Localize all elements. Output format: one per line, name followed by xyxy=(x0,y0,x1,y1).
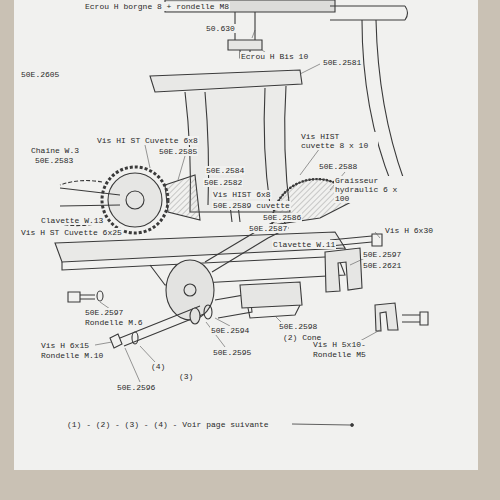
footnote-arrow xyxy=(292,424,354,427)
part-name: Vis HIST 6x8 xyxy=(212,190,272,199)
part-name: Chaîne W.3 xyxy=(30,146,80,155)
eccentric-and-shaft-stroke xyxy=(166,260,214,320)
callout-number: 50E.2589 cuvette xyxy=(212,201,291,210)
slide-cone-stroke xyxy=(240,282,302,308)
footnote-arrow-stroke xyxy=(351,424,354,427)
part-name: Vis H 6x30 xyxy=(384,226,434,235)
part-name: Clavette W.11 xyxy=(272,240,336,249)
left-bolts-stroke xyxy=(110,334,122,348)
handle-assembly-stroke xyxy=(235,12,255,40)
callout-number: 50E.2588 xyxy=(318,162,358,171)
left-bolts-stroke xyxy=(68,292,80,302)
left-bolts xyxy=(68,291,212,348)
left-bolts-stroke xyxy=(80,295,95,299)
part-name: Vis HI ST Cuvette 6x8 xyxy=(96,136,199,145)
bevel-gears xyxy=(165,175,355,225)
right-bracket-stroke xyxy=(402,312,428,325)
callout-number: 50E.2597 xyxy=(362,250,402,259)
left-bolts-stroke xyxy=(190,308,200,324)
handle-assembly-stroke xyxy=(228,40,262,50)
callout-number: 50.630 xyxy=(205,24,236,33)
bevel-gears-stroke xyxy=(165,175,200,220)
leader-lines-stroke xyxy=(95,342,112,345)
chain-sprocket-stroke xyxy=(60,188,120,206)
chain-sprocket-stroke xyxy=(108,173,162,227)
leader-lines-stroke xyxy=(215,318,230,326)
part-name: Ecrou H borgne 8 + rondelle M8 xyxy=(84,2,230,11)
leader-lines-stroke xyxy=(125,348,140,382)
leader-lines-stroke xyxy=(300,64,320,74)
housing-stroke xyxy=(205,92,209,205)
leader-lines xyxy=(95,30,380,382)
handle-assembly-stroke xyxy=(330,6,408,20)
part-name: Clavette W.13 xyxy=(40,216,104,225)
slide-cone xyxy=(240,282,302,318)
callout-number: 50E.2605 xyxy=(20,70,60,79)
part-name: Vis H 5x10- xyxy=(312,340,367,349)
housing-stroke xyxy=(185,86,290,212)
callout-number: 50E.2583 xyxy=(34,156,74,165)
callout-number: 50E.2584 xyxy=(205,166,245,175)
callout-number: 50E.2594 xyxy=(210,326,250,335)
callout-number: 50E.2585 xyxy=(158,147,198,156)
callout-number: 50E.2586 xyxy=(262,213,302,222)
part-name: Rondelle M.6 xyxy=(84,318,144,327)
callout-number: 50E.2595 xyxy=(212,348,252,357)
right-bracket-stroke xyxy=(325,248,362,292)
right-bracket-stroke xyxy=(372,234,382,246)
leader-lines-stroke xyxy=(140,346,155,362)
callout-number: (4) xyxy=(150,362,166,371)
chain-sprocket-stroke xyxy=(102,167,168,233)
leader-lines-stroke xyxy=(145,145,150,168)
part-name: Rondelle M.10 xyxy=(40,351,104,360)
left-bolts-stroke xyxy=(132,332,138,344)
eccentric-and-shaft-stroke xyxy=(184,284,196,296)
callout-number: 50E.2587 xyxy=(248,224,288,233)
part-name: Vis H ST Cuvette 6x25 xyxy=(20,228,123,237)
footnote-arrow-stroke xyxy=(292,424,350,425)
part-name: Vis H 6x15 xyxy=(40,341,90,350)
callout-number: (1) - (2) - (3) - (4) - Voir page suivan… xyxy=(66,420,270,429)
callout-number: 50E.2596 xyxy=(116,383,156,392)
callout-number: 50E.2581 xyxy=(322,58,362,67)
leader-lines-stroke xyxy=(178,156,185,180)
callout-number: 50E.2597 xyxy=(84,308,124,317)
callout-number: 50E.2598 xyxy=(278,322,318,331)
housing-stroke xyxy=(264,88,270,205)
callout-number: 50E.2621 xyxy=(362,261,402,270)
part-name: Graisseur hydraulic 6 x 100 xyxy=(334,176,414,203)
callout-number: (3) xyxy=(178,372,194,381)
slide-cone-stroke xyxy=(248,305,300,318)
part-name: Ecrou H Bis 10 xyxy=(240,52,309,61)
part-name: Rondelle M5 xyxy=(312,350,367,359)
handle-assembly-stroke xyxy=(362,20,404,185)
part-name: Vis HIST cuvette 8 x 10 xyxy=(300,132,378,150)
left-bolts-stroke xyxy=(204,305,212,319)
leader-lines-stroke xyxy=(300,148,320,175)
leader-lines-stroke xyxy=(375,232,380,238)
left-bolts-stroke xyxy=(97,291,103,301)
eccentric-and-shaft-stroke xyxy=(205,228,268,272)
callout-number: 50E.2582 xyxy=(203,178,243,187)
chain-sprocket-stroke xyxy=(126,191,144,209)
right-bracket-stroke xyxy=(375,303,398,331)
leader-lines-stroke xyxy=(252,30,255,38)
right-bracket xyxy=(325,234,428,331)
